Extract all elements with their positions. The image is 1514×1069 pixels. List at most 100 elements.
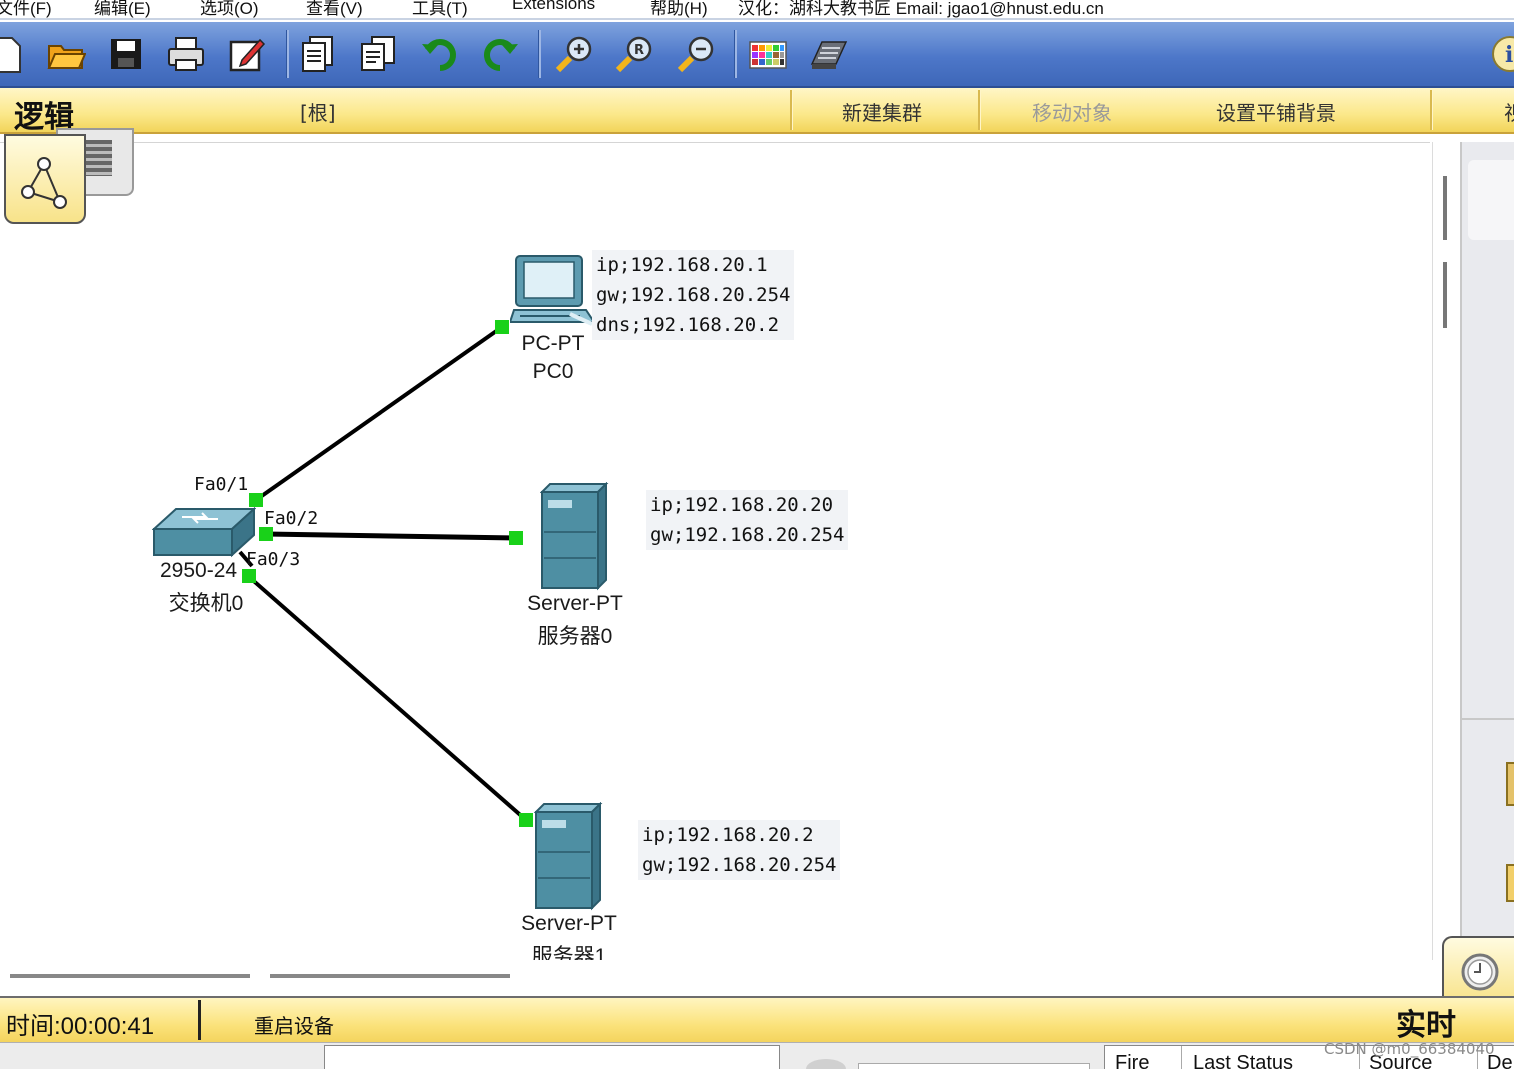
select-tool-slot[interactable]: [1468, 160, 1514, 240]
move-object-button[interactable]: 移动对象: [1032, 101, 1112, 125]
vertical-scrollbar[interactable]: [1432, 142, 1459, 960]
menu-extensions[interactable]: Extensions: [512, 0, 596, 13]
horizontal-scrollbar[interactable]: [0, 960, 1440, 996]
scroll-thumb-secondary[interactable]: [1443, 262, 1447, 328]
pdu-col-fire[interactable]: Fire: [1115, 1052, 1150, 1069]
link-server1[interactable]: [246, 574, 528, 822]
switch-name-label[interactable]: 交换机0: [168, 592, 244, 615]
zoom-reset-button[interactable]: R: [612, 32, 656, 76]
activity-wizard-button[interactable]: [224, 32, 268, 76]
realtime-tab[interactable]: [1442, 936, 1514, 1002]
pdu-col-source[interactable]: Source: [1369, 1052, 1433, 1069]
note-line: gw;192.168.20.254: [650, 524, 845, 546]
zoom-in-icon: [555, 36, 592, 73]
bar-divider: [790, 90, 793, 130]
col-divider: [1181, 1046, 1182, 1069]
logical-tab[interactable]: [4, 134, 86, 224]
link-server0[interactable]: [265, 531, 517, 541]
pdu-col-last-status[interactable]: Last Status: [1193, 1052, 1294, 1069]
menu-view[interactable]: 查看(V): [306, 0, 363, 18]
custom-device-button[interactable]: [806, 32, 850, 76]
menu-help[interactable]: 帮助(H): [650, 0, 708, 18]
new-button[interactable]: [0, 32, 28, 76]
open-button[interactable]: [44, 32, 88, 76]
sim-time-label: 时间:00:00:41: [6, 1013, 155, 1040]
menu-tools[interactable]: 工具(T): [412, 0, 468, 18]
hscroll-thumb[interactable]: [10, 974, 250, 978]
root-breadcrumb[interactable]: [根]: [300, 101, 336, 125]
toolbar-separator: [286, 30, 289, 78]
server1-config-note[interactable]: ip;192.168.20.2 gw;192.168.20.254: [638, 820, 841, 880]
menu-edit[interactable]: 编辑(E): [94, 0, 151, 18]
zoom-out-button[interactable]: [674, 32, 718, 76]
zoom-in-button[interactable]: [552, 32, 596, 76]
undo-icon: [422, 39, 456, 71]
reset-devices-button[interactable]: 重启设备: [254, 1014, 334, 1038]
pc-device-icon[interactable]: [510, 254, 596, 332]
new-cluster-button[interactable]: 新建集群: [842, 101, 922, 125]
note-tool-icon[interactable]: [1506, 762, 1514, 806]
status-divider: [198, 1000, 201, 1040]
server0-device-icon[interactable]: [540, 482, 610, 592]
realtime-mode-label: 实时: [1396, 1008, 1456, 1043]
scenario-select[interactable]: [858, 1063, 1090, 1069]
note-line: dns;192.168.20.2: [596, 314, 780, 336]
copy-button[interactable]: [296, 32, 340, 76]
info-button[interactable]: i: [1488, 32, 1514, 76]
server1-device-icon[interactable]: [534, 802, 604, 912]
note-line: gw;192.168.20.254: [596, 284, 791, 306]
pc-config-note[interactable]: ip;192.168.20.1 gw;192.168.20.254 dns;19…: [592, 250, 795, 340]
note-line: ip;192.168.20.2: [642, 824, 814, 846]
menu-credit: 汉化：湖科大教书匠 Email: jgao1@hnust.edu.cn: [738, 0, 1104, 18]
save-button[interactable]: [104, 32, 148, 76]
toolbar-separator: [734, 30, 737, 78]
palette-button[interactable]: [746, 32, 790, 76]
port-label-fa01: Fa0/1: [194, 474, 249, 495]
hscroll-thumb-secondary[interactable]: [270, 974, 510, 978]
port-light-fa01: [249, 493, 263, 507]
pdu-tool-icon[interactable]: [1506, 864, 1514, 902]
scenario-icon[interactable]: [806, 1059, 846, 1069]
server0-model-label: Server-PT: [527, 592, 623, 615]
pdu-table-header: Fire Last Status Source De: [1104, 1045, 1514, 1069]
svg-text:R: R: [634, 43, 644, 58]
link-pc0[interactable]: [254, 325, 504, 502]
scroll-thumb[interactable]: [1443, 176, 1447, 240]
activity-wizard-icon: [229, 38, 266, 72]
palette-icon: [749, 41, 787, 69]
server1-name-label[interactable]: 服务器1: [531, 945, 607, 960]
switch-model-label: 2950-24: [160, 559, 238, 582]
right-tool-panel: [1460, 142, 1514, 996]
set-tile-background-button[interactable]: 设置平铺背景: [1216, 101, 1336, 125]
paste-button[interactable]: [356, 32, 400, 76]
viewport-button[interactable]: 视: [1504, 97, 1514, 126]
bottom-panel: Fire Last Status Source De: [0, 1042, 1514, 1069]
server0-config-note[interactable]: ip;192.168.20.20 gw;192.168.20.254: [646, 490, 849, 550]
menu-options[interactable]: 选项(O): [200, 0, 259, 18]
workspace-bar: 逻辑 [根] 新建集群 移动对象 设置平铺背景 视: [0, 88, 1514, 135]
redo-button[interactable]: [478, 32, 522, 76]
pc-model-label: PC-PT: [521, 332, 585, 355]
switch-device-icon[interactable]: [152, 505, 256, 559]
note-line: ip;192.168.20.1: [596, 254, 768, 276]
port-label-fa03: Fa0/3: [246, 549, 301, 570]
panel-divider: [1462, 718, 1514, 720]
undo-button[interactable]: [418, 32, 462, 76]
toolbar: R i: [0, 22, 1514, 88]
port-light-fa03: [242, 569, 256, 583]
device-list-box[interactable]: [324, 1045, 780, 1069]
server1-model-label: Server-PT: [521, 912, 617, 935]
menu-separator: [0, 18, 1514, 20]
port-label-fa02: Fa0/2: [264, 508, 319, 529]
bar-divider: [1430, 90, 1433, 130]
note-line: ip;192.168.20.20: [650, 494, 834, 516]
clock-icon: [1461, 953, 1499, 991]
print-button[interactable]: [164, 32, 208, 76]
port-light-fa02: [259, 527, 273, 541]
pdu-col-destination[interactable]: De: [1487, 1052, 1513, 1069]
menu-file[interactable]: 文件(F): [0, 0, 52, 18]
topology-links: [238, 320, 533, 827]
svg-text:i: i: [1505, 42, 1513, 68]
pc-name-label[interactable]: PC0: [532, 360, 574, 383]
server0-name-label[interactable]: 服务器0: [537, 625, 613, 648]
